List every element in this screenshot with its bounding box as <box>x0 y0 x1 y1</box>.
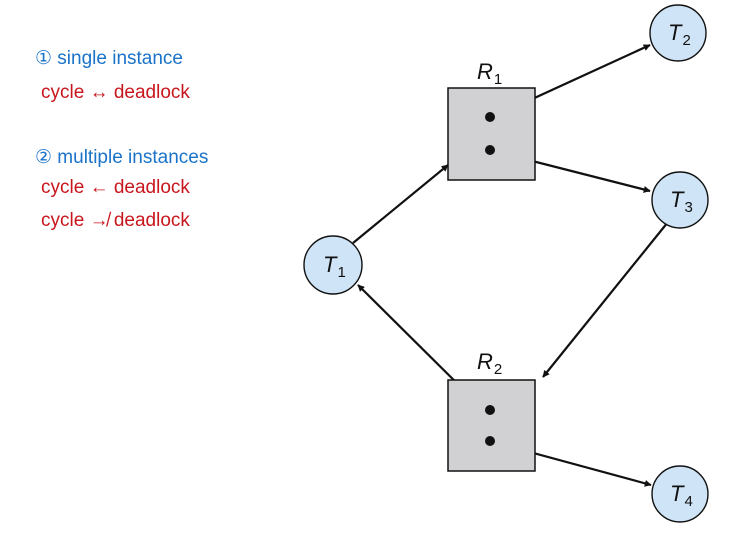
single-instance-heading: ① single instance <box>35 48 184 69</box>
edge-t3-to-r2 <box>542 221 669 378</box>
edge-t1-to-r1 <box>352 164 449 244</box>
resource-r2-instance <box>485 436 495 446</box>
multiple-instances-rule-1: cycle ← deadlock <box>41 177 190 198</box>
resource-r2-instance <box>485 405 495 415</box>
resource-r2-label: R2 <box>477 349 502 378</box>
thread-t2-label: T2 <box>668 20 691 49</box>
resource-r1-label: R1 <box>477 59 502 88</box>
multiple-instances-rule-2: cycle ↛ deadlock <box>41 210 190 231</box>
thread-t3-circle <box>651 171 709 229</box>
thread-t2-circle <box>649 4 707 62</box>
resource-r1-instance <box>485 145 495 155</box>
thread-t2: T2 <box>649 4 707 62</box>
thread-t3: T3 <box>651 171 709 229</box>
thread-t4-circle <box>651 465 709 523</box>
thread-t3-label: T3 <box>670 187 693 216</box>
resource-r1-instance <box>485 112 495 122</box>
single-instance-rule: cycle ↔ deadlock <box>41 82 190 103</box>
resource-r2-box <box>447 379 536 472</box>
thread-t1-label: T1 <box>323 252 346 281</box>
resource-r2: R2 <box>447 349 536 472</box>
thread-t4: T4 <box>651 465 709 523</box>
resource-r1: R1 <box>447 59 536 181</box>
thread-t4-label: T4 <box>670 481 693 510</box>
thread-t1-circle <box>303 235 363 295</box>
thread-t1: T1 <box>303 235 363 295</box>
resource-r1-box <box>447 87 536 181</box>
multiple-instances-heading: ② multiple instances <box>35 147 209 168</box>
